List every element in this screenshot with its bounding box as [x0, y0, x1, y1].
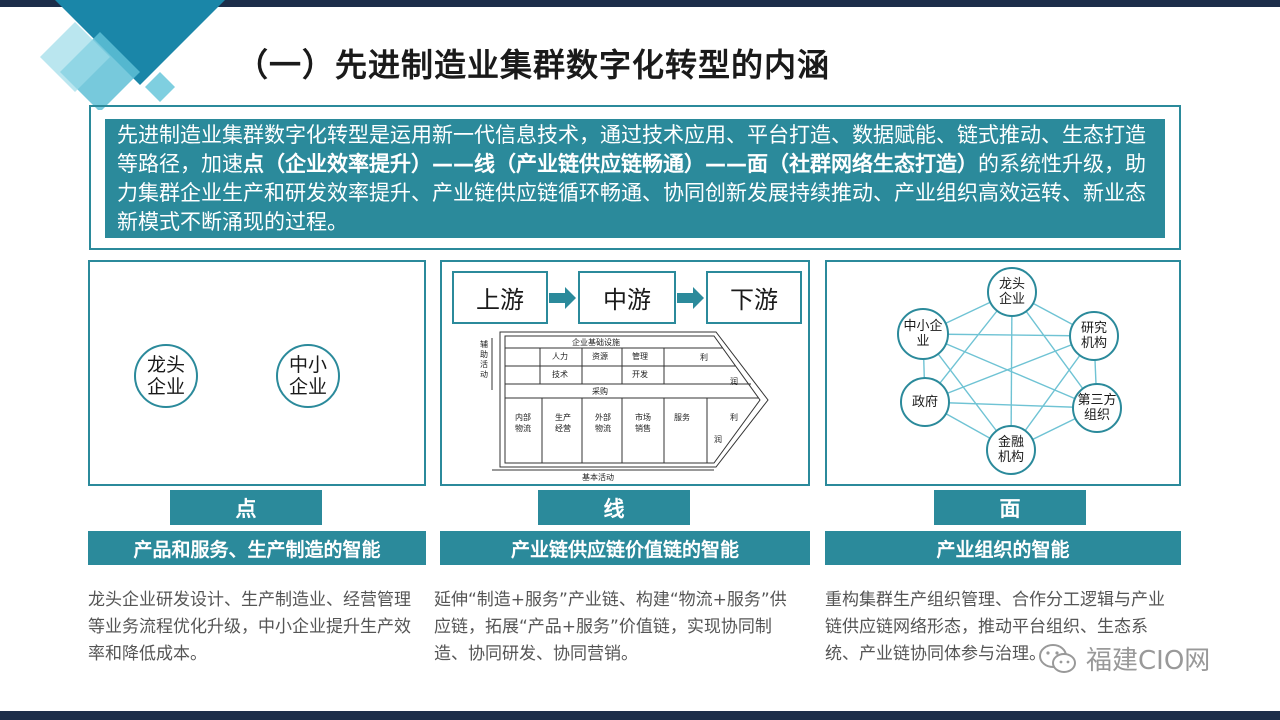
tab-point: 点 [170, 490, 322, 525]
vc-profit-1b: 润 [730, 377, 738, 386]
panel-surface: 龙头 企业 中小企 业 研究 机构 政府 第三方 组织 金融 机构 [825, 260, 1181, 486]
node-third-party: 第三方 组织 [1072, 383, 1122, 433]
intro-part2: 的系统性升级，助力集群企业生产和研发效率提升、产业链供应链循环畅通、协同创新发展… [117, 152, 1146, 234]
page-title: （一）先进制造业集群数字化转型的内涵 [236, 46, 831, 84]
intro-part1: 先进制造业集群数字化转型是运用新一代信息技术，通过技术应用、平台打造、数据赋能、… [117, 123, 1146, 176]
vc-develop: 开发 [632, 370, 648, 379]
value-chain-diagram [491, 331, 769, 471]
desc-surface: 重构集群生产组织管理、合作分工逻辑与产业链供应链网络形态，推动平台组织、生态系统… [825, 590, 1165, 664]
vc-profit-2b: 润 [714, 435, 722, 444]
wechat-icon [1039, 643, 1076, 673]
upstream-box: 上游 [452, 271, 548, 324]
vc-marketing: 市场销售 [635, 413, 651, 433]
node-government: 政府 [900, 377, 950, 427]
desc-line: 延伸“制造+服务”产业链、构建“物流+服务”供应链，拓展“产品+服务”价值链，实… [434, 590, 787, 664]
vc-production: 生产经营 [555, 413, 571, 433]
vc-infra: 企业基础设施 [572, 338, 620, 347]
vc-profit-1a: 利 [700, 353, 708, 362]
node-finance: 金融 机构 [986, 425, 1036, 475]
vc-hr: 人力 [552, 352, 568, 361]
vc-profit-2a: 利 [730, 413, 738, 422]
panel-point: 龙头 企业 中小 企业 [88, 260, 426, 486]
vc-basic-label: 基本活动 [582, 473, 614, 482]
band-line: 产业链供应链价值链的智能 [440, 531, 810, 565]
arrow-right-icon [549, 287, 576, 309]
panel-line: 上游 中游 下游 企业基础设施 人力 资源 管 [440, 260, 810, 486]
vc-purchase: 采购 [592, 387, 608, 396]
vc-outbound: 外部物流 [595, 413, 611, 433]
tab-surface: 面 [934, 490, 1086, 525]
intro-bold: 点（企业效率提升）——线（产业链供应链畅通）——面（社群网络生态打造） [243, 152, 978, 176]
arrow-right-icon [677, 287, 704, 309]
vc-support-label: 辅助活动 [480, 340, 488, 379]
node-leader-enterprise: 龙头 企业 [134, 344, 198, 408]
watermark: 福建CIO网 [1038, 640, 1210, 677]
node-sme: 中小 企业 [276, 344, 340, 408]
band-point: 产品和服务、生产制造的智能 [88, 531, 426, 565]
vc-manage: 管理 [632, 352, 648, 361]
tab-line: 线 [538, 490, 690, 525]
stream-arrows [549, 287, 704, 309]
vc-tech: 技术 [552, 370, 568, 379]
intro-frame: 先进制造业集群数字化转型是运用新一代信息技术，通过技术应用、平台打造、数据赋能、… [89, 105, 1181, 250]
desc-point: 龙头企业研发设计、生产制造业、经营管理等业务流程优化升级，中小企业提升生产效率和… [88, 590, 411, 664]
corner-decoration [40, 0, 225, 110]
downstream-box: 下游 [706, 271, 802, 324]
vc-resource: 资源 [592, 352, 608, 361]
bottom-bar [0, 711, 1280, 720]
top-bar [0, 0, 1280, 7]
midstream-box: 中游 [578, 271, 676, 324]
band-surface: 产业组织的智能 [825, 531, 1181, 565]
node-sme-network: 中小企 业 [897, 308, 949, 360]
vc-inbound: 内部物流 [515, 413, 531, 433]
intro-text: 先进制造业集群数字化转型是运用新一代信息技术，通过技术应用、平台打造、数据赋能、… [105, 119, 1165, 238]
node-research: 研究 机构 [1069, 311, 1119, 361]
node-leader: 龙头 企业 [987, 267, 1037, 317]
vc-service: 服务 [674, 413, 690, 422]
watermark-text: 福建CIO网 [1086, 646, 1211, 676]
